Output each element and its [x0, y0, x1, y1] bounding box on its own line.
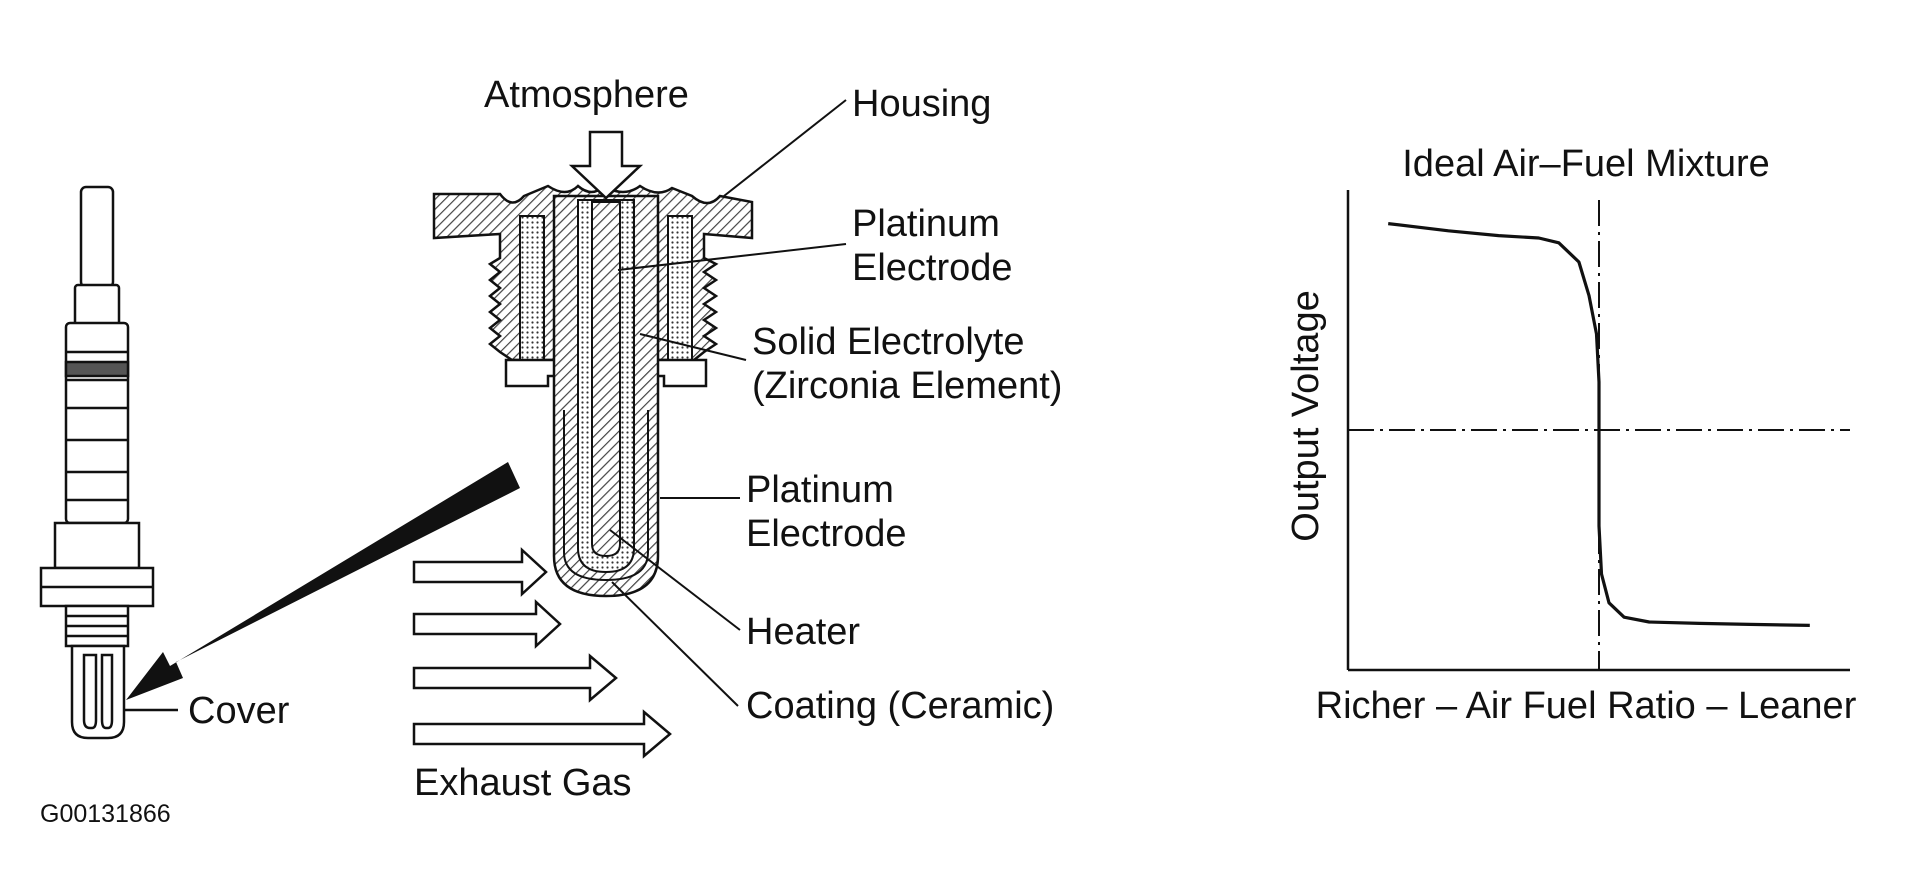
sensor-lead-wire: [79, 185, 115, 289]
exhaust-arrow-4: [412, 709, 672, 759]
output-voltage-curve: [1388, 222, 1810, 627]
sensor-cross-section: [432, 184, 754, 598]
figure-code: G00131866: [40, 800, 171, 828]
heater-rod: [591, 201, 621, 558]
gasket-right: [667, 215, 693, 377]
cover-label: Cover: [188, 690, 290, 732]
atmosphere-arrow: [568, 130, 644, 200]
chart-y-axis-label: Output Voltage: [1285, 290, 1327, 541]
sensor-grommet: [73, 283, 121, 327]
exhaust-arrow-2: [412, 599, 562, 649]
ceramic-coating: [563, 410, 649, 582]
exhaust-gas-label: Exhaust Gas: [414, 762, 632, 804]
heater-label: Heater: [746, 611, 860, 653]
atmosphere-label: Atmosphere: [484, 74, 689, 116]
leader-lines: [609, 99, 847, 707]
housing-label: Housing: [852, 83, 991, 125]
chart-title: Ideal Air–Fuel Mixture: [1402, 143, 1770, 185]
gasket-left: [519, 215, 545, 377]
exhaust-gas-arrows: [412, 547, 672, 759]
chart-x-axis-label: Richer – Air Fuel Ratio – Leaner: [1316, 685, 1857, 727]
sensor-shoulder: [53, 521, 141, 570]
pointer-arrow: [126, 462, 520, 700]
coating-label: Coating (Ceramic): [746, 685, 1054, 727]
platinum-electrode-top-label-1: Platinum: [852, 203, 1000, 245]
oxygen-sensor-exterior: [39, 185, 155, 740]
sensor-vent-band: [64, 360, 130, 378]
solid-electrolyte-label-2: (Zirconia Element): [752, 365, 1062, 407]
platinum-electrode-bottom-label-2: Electrode: [746, 513, 907, 555]
sensor-protective-cover: [70, 644, 126, 740]
output-chart: Ideal Air–Fuel Mixture Output Voltage Ri…: [1285, 143, 1857, 727]
solid-electrolyte-label-1: Solid Electrolyte: [752, 321, 1024, 363]
platinum-electrode-top-label-2: Electrode: [852, 247, 1013, 289]
platinum-electrode-bottom-label-1: Platinum: [746, 469, 894, 511]
exhaust-arrow-1: [412, 547, 548, 597]
exhaust-arrow-3: [412, 653, 618, 703]
